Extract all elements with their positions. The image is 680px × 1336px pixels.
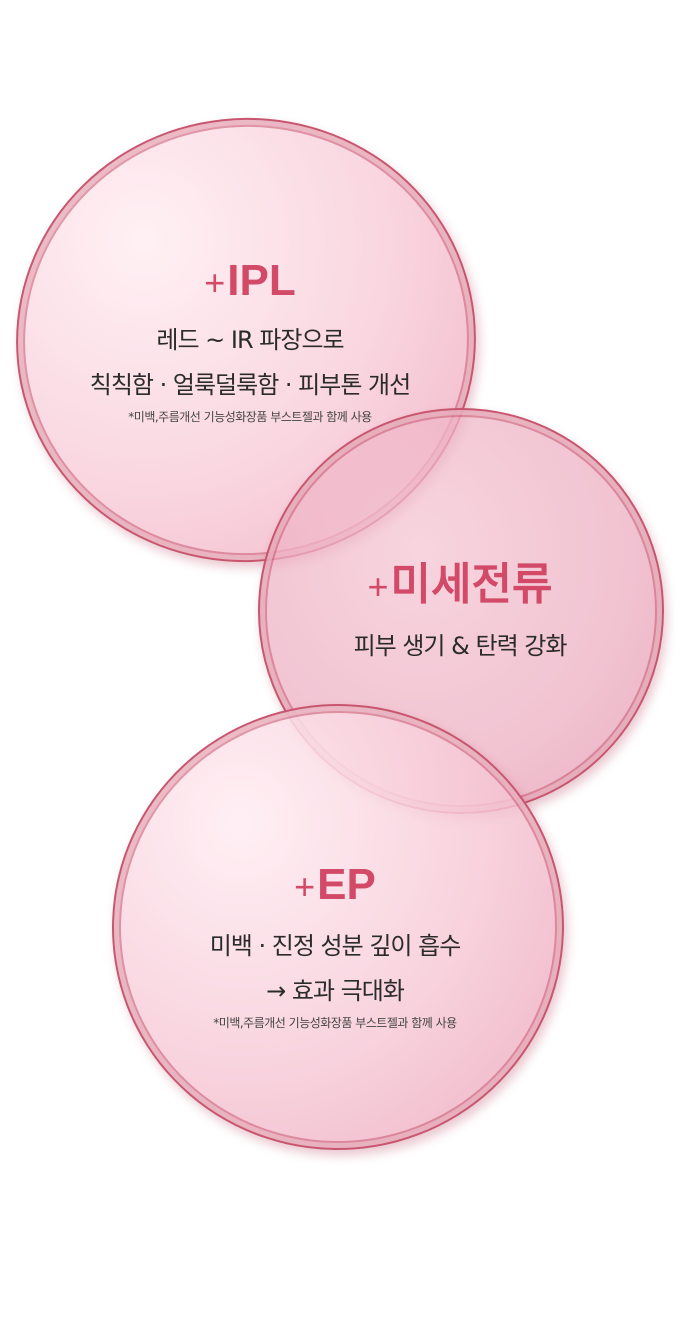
microcurrent-plus-sign: +: [367, 566, 389, 607]
microcurrent-description: 피부 생기 & 탄력 강화: [353, 632, 568, 660]
ipl-description-line-2: 칙칙함 · 얼룩덜룩함 · 피부톤 개선: [89, 371, 411, 399]
ipl-description-line-1: 레드 ~ IR 파장으로: [156, 326, 344, 354]
microcurrent-title-text: 미세전류: [390, 560, 553, 609]
ep-description-line-1: 미백 · 진정 성분 깊이 흡수: [209, 932, 462, 960]
ipl-footnote: *미백,주름개선 기능성화장품 부스트젤과 함께 사용: [128, 410, 372, 424]
ep-plus-sign: +: [294, 866, 316, 907]
microcurrent-feature: +미세전류 피부 생기 & 탄력 강화: [300, 560, 620, 669]
ep-title-text: EP: [317, 860, 376, 909]
ep-description-line-2: → 효과 극대화: [266, 977, 405, 1005]
ipl-feature: +IPL 레드 ~ IR 파장으로 칙칙함 · 얼룩덜룩함 · 피부톤 개선 *…: [40, 256, 460, 426]
microcurrent-title: +미세전류: [300, 560, 620, 612]
ipl-title: +IPL: [40, 256, 460, 308]
ipl-plus-sign: +: [204, 262, 226, 303]
ep-feature: +EP 미백 · 진정 성분 깊이 흡수 → 효과 극대화 *미백,주름개선 기…: [130, 860, 540, 1032]
ep-title: +EP: [130, 860, 540, 912]
ipl-title-text: IPL: [227, 256, 296, 305]
ep-footnote: *미백,주름개선 기능성화장품 부스트젤과 함께 사용: [213, 1016, 457, 1030]
